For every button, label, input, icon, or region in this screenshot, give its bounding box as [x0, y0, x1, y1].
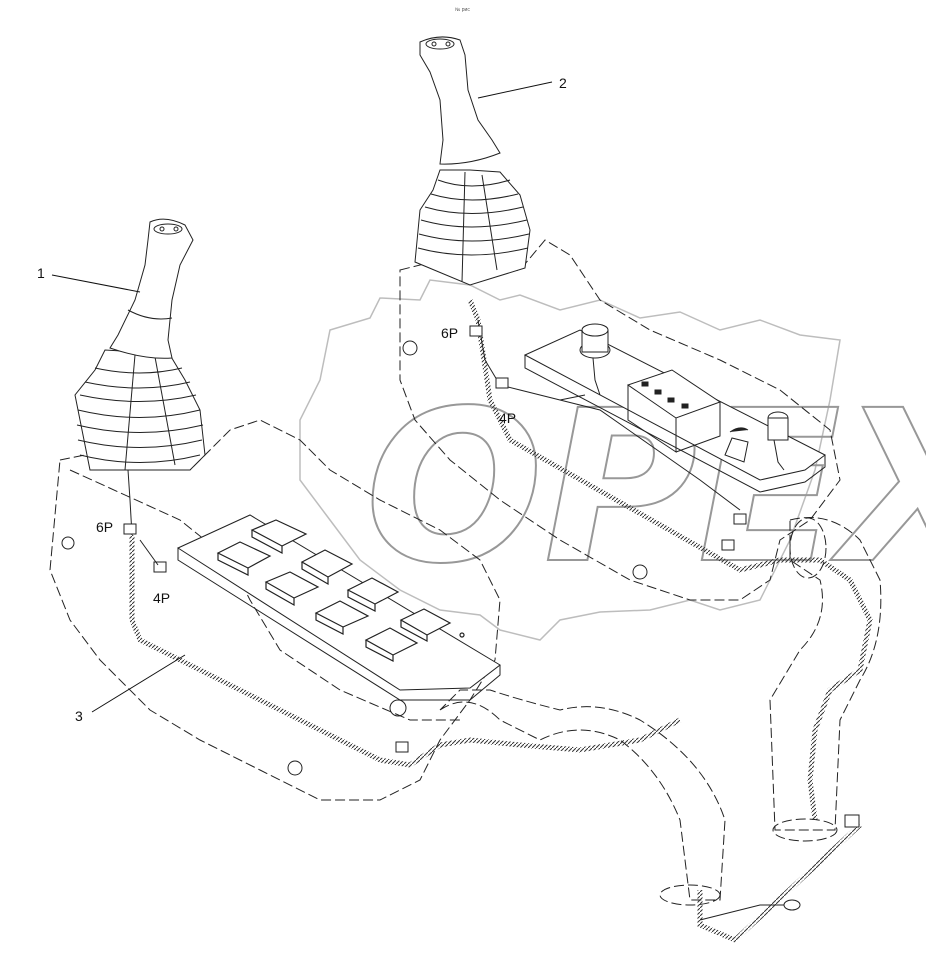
corner-mark: № рис	[455, 7, 470, 13]
right-boot	[414, 169, 531, 286]
right-sensor	[767, 411, 789, 471]
left-console-housing	[49, 419, 501, 801]
left-harness	[123, 469, 682, 768]
main-harness-junction	[697, 814, 862, 943]
callout-2: 2	[559, 75, 567, 91]
left-4p-label: 4P	[153, 590, 170, 606]
right-4p-label: 4P	[499, 410, 516, 426]
left-joystick-handle	[109, 218, 194, 359]
left-6p-label: 6P	[96, 519, 113, 535]
right-console-housing	[399, 239, 841, 601]
callout-leader-3	[91, 654, 186, 713]
callout-3: 3	[75, 708, 83, 724]
right-mount-hole-1	[402, 340, 418, 356]
left-boot	[74, 349, 206, 471]
right-connector-a	[733, 513, 747, 525]
right-connector-b	[721, 539, 735, 551]
right-conduit	[769, 517, 882, 831]
callout-leader-1	[51, 274, 141, 293]
callouts	[51, 81, 553, 713]
left-switch-buttons	[216, 519, 465, 662]
left-mount-hole-1	[61, 536, 75, 550]
ground-terminal	[783, 899, 801, 911]
right-6p-connector	[469, 325, 483, 337]
right-ignition-switch	[579, 323, 611, 396]
left-conduit	[439, 689, 726, 901]
watermark-gear	[299, 279, 841, 641]
left-switch-panel	[176, 514, 501, 701]
main-connector	[844, 814, 860, 828]
right-joystick-handle	[419, 36, 501, 165]
left-mount-hole-2	[287, 760, 303, 776]
left-console	[49, 218, 682, 801]
right-4p-connector	[495, 377, 509, 389]
conduits	[439, 517, 882, 906]
watermark: OPEX	[299, 279, 926, 641]
left-6p-connector	[123, 523, 137, 535]
left-end-connector	[395, 741, 409, 753]
callout-1: 1	[37, 265, 45, 281]
callout-leader-2	[477, 81, 553, 99]
right-harness	[467, 299, 873, 821]
left-mount-hole-3	[389, 699, 407, 717]
right-control-panel	[523, 323, 826, 493]
right-mount-hole-2	[632, 564, 648, 580]
right-console	[399, 36, 873, 821]
right-monitor-unit	[626, 369, 749, 463]
left-4p-connector	[153, 561, 167, 573]
right-6p-label: 6P	[441, 325, 458, 341]
